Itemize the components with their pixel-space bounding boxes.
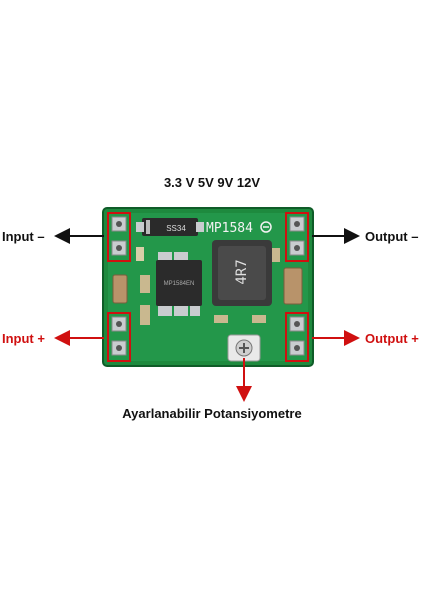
potentiometer-label: Ayarlanabilir Potansiyometre <box>122 406 302 421</box>
ic-marking: MP1584EN <box>164 281 195 287</box>
voltage-options-label: 3.3 V 5V 9V 12V <box>163 175 261 190</box>
output-positive-pads <box>285 312 309 362</box>
output-negative-pads <box>285 212 309 262</box>
output-positive-label: Output + <box>365 331 419 346</box>
diode-marking: SS34 <box>166 224 186 233</box>
diode: SS34 <box>136 218 204 236</box>
chip-name-silkscreen: MP1584 <box>206 221 253 236</box>
potentiometer <box>227 334 261 362</box>
inductor-marking: 4R7 <box>234 259 250 284</box>
output-negative-label: Output – <box>365 229 419 244</box>
input-negative-pads <box>107 212 131 262</box>
inductor: 4R7 <box>212 240 272 306</box>
input-negative-label: Input – <box>2 229 45 244</box>
converter-ic: MP1584EN <box>156 252 202 316</box>
input-positive-pads <box>107 312 131 362</box>
input-positive-label: Input + <box>2 331 45 346</box>
